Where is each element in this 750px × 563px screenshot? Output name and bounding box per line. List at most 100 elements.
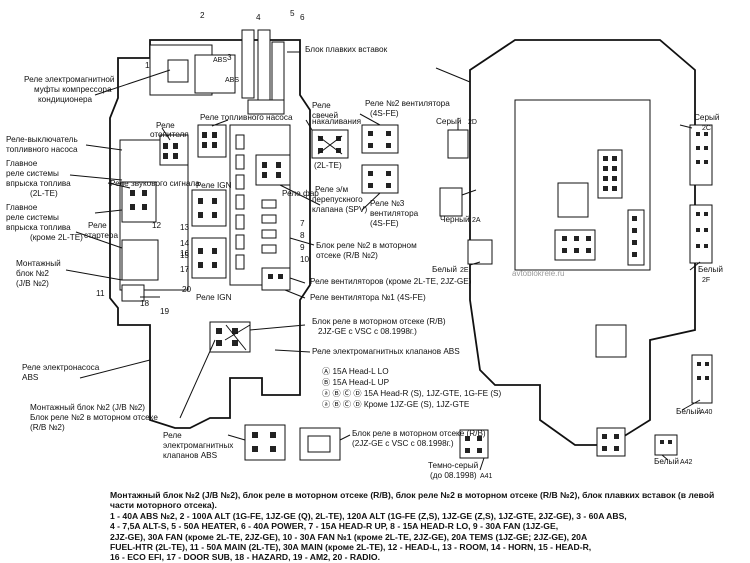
label-fuel-switch-1: Реле-выключатель — [6, 135, 78, 144]
label-starter-2: стартера — [84, 231, 118, 240]
callout-2: 2 — [200, 11, 205, 20]
label-white-2: Белый — [698, 265, 723, 274]
label-glow-3: накаливания — [312, 117, 361, 126]
label-spv-2: перепускного — [312, 195, 363, 204]
callout-16: 16 — [180, 249, 190, 258]
label-abs: ABS — [213, 57, 227, 64]
label-ign-relay-b: Реле IGN — [196, 293, 232, 302]
label-fan2-2: (4S-FE) — [370, 109, 399, 118]
legend-a: Ⓐ 15A Head-L LO — [322, 367, 389, 376]
code-gray-1: 2D — [468, 119, 477, 126]
callout-11: 11 — [96, 289, 105, 298]
left-leader-lines — [65, 51, 381, 441]
label-fan3-2: вентилятора — [370, 209, 419, 218]
label-horn-relay: Реле звукового сигнала — [110, 179, 200, 188]
label-compressor-1: Реле электромагнитной — [24, 75, 115, 84]
caption: Монтажный блок №2 (J/B №2), блок реле в … — [110, 490, 715, 563]
label-abs-valve-b2: электромагнитных — [163, 441, 233, 450]
label-engine-rb2-1: Блок реле №2 в моторном — [316, 241, 417, 250]
fuse-relay-diagram: ABS — [6, 9, 723, 480]
code-darkgray: A41 — [480, 473, 493, 480]
code-white-1: 2E — [460, 267, 469, 274]
label-jb2-3: (J/B №2) — [16, 279, 49, 288]
label-white-3: Белый — [676, 407, 701, 416]
legend-d: ⓐ Ⓑ Ⓒ Ⓓ Кроме 1JZ-GE (S), 1JZ-GTE — [322, 400, 470, 409]
label-main-efi-1: Главное — [6, 159, 38, 168]
callout-13: 13 — [180, 223, 190, 232]
label-main-efi-2: реле системы — [6, 169, 59, 178]
code-black: 2A — [472, 217, 481, 224]
label-fusebox: Блок плавких вставок — [305, 45, 388, 54]
callout-4: 4 — [256, 13, 261, 22]
label-darkgray-2: (до 08.1998) — [430, 471, 477, 480]
callout-8: 8 — [300, 231, 305, 240]
label-abs-valve-b3: клапанов ABS — [163, 451, 218, 460]
label-white-4: Белый — [654, 457, 679, 466]
label-rb-b1: Блок реле в моторном отсеке (R/B) — [352, 429, 486, 438]
label-jb-note-1: Монтажный блок №2 (J/B №2) — [30, 403, 145, 412]
label-fuel-pump-relay: Реле топливного насоса — [200, 113, 293, 122]
label-black: Черный — [440, 215, 470, 224]
right-junction-block — [435, 39, 713, 471]
glow-relay-box — [311, 129, 349, 159]
label-abs-valve-relay: Реле электромагнитных клапанов ABS — [312, 347, 460, 356]
label-ign-relay: Реле IGN — [196, 181, 232, 190]
code-white-3: A40 — [700, 409, 713, 416]
label-engine-rb2-2: отсеке (R/B №2) — [316, 251, 378, 260]
label-fan2-1: Реле №2 вентилятора — [365, 99, 450, 108]
callout-14: 14 — [180, 239, 190, 248]
label-jb2-1: Монтажный — [16, 259, 61, 268]
label-heater-1: Реле — [156, 121, 175, 130]
label-glow-2: свечей — [312, 111, 338, 120]
code-gray-2: 2C — [702, 125, 711, 132]
callout-6: 6 — [300, 13, 305, 22]
label-rb-2: 2JZ-GE с VSC с 08.1998г.) — [318, 327, 417, 336]
callout-15: 15 — [180, 251, 190, 260]
rb-box-bottom — [299, 427, 341, 461]
label-darkgray-1: Темно-серый — [428, 461, 478, 470]
label-fan1-relay: Реле вентилятора №1 (4S-FE) — [310, 293, 426, 302]
label-compressor-2: муфты компрессора — [34, 85, 112, 94]
watermark: avtoblokrele.ru — [512, 269, 564, 278]
label-main-efi-4: (2L-TE) — [30, 189, 58, 198]
label-gray-2: Серый — [694, 113, 719, 122]
fan3-relay-box — [361, 164, 399, 194]
label-white-1: Белый — [432, 265, 457, 274]
label-jb-note-2: Блок реле №2 в моторном отсеке — [30, 413, 158, 422]
callout-9: 9 — [300, 243, 305, 252]
label-glow-1: Реле — [312, 101, 331, 110]
code-white-4: A42 — [680, 459, 693, 466]
label-fuel-switch-2: топливного насоса — [6, 145, 78, 154]
callout-5: 5 — [290, 9, 295, 18]
label-rb-b2: (2JZ-GE с VSC с 08.1998г.) — [352, 439, 454, 448]
label-starter-1: Реле — [88, 221, 107, 230]
label-compressor-3: кондиционера — [38, 95, 93, 104]
label-main-efi-b4: (кроме 2L-TE) — [30, 233, 83, 242]
svg-text:ABS: ABS — [225, 77, 239, 84]
label-spv-1: Реле э/м — [315, 185, 348, 194]
label-main-efi-b1: Главное — [6, 203, 38, 212]
label-abs-pump-1: Реле электронасоса — [22, 363, 100, 372]
callout-12: 12 — [152, 221, 162, 230]
callout-1: 1 — [145, 61, 150, 70]
callout-20: 20 — [182, 285, 192, 294]
label-main-efi-b3: впрыска топлива — [6, 223, 71, 232]
label-jb2-2: блок №2 — [16, 269, 49, 278]
label-headlight-relay: Реле фар — [282, 189, 319, 198]
label-jb-note-3: (R/B №2) — [30, 423, 65, 432]
fan2-relay-box — [361, 124, 399, 154]
abs-valve-relay-box — [244, 424, 286, 461]
label-main-efi-3: впрыска топлива — [6, 179, 71, 188]
label-fan3-1: Реле №3 — [370, 199, 405, 208]
label-main-efi-b2: реле системы — [6, 213, 59, 222]
label-gray-1: Серый — [436, 117, 461, 126]
label-glow-4: (2L-TE) — [314, 161, 342, 170]
legend-c: ⓐ Ⓑ Ⓒ Ⓓ 15A Head-R (S), 1JZ-GTE, 1G-FE (… — [322, 389, 502, 398]
label-rb-1: Блок реле в моторном отсеке (R/B) — [312, 317, 446, 326]
callout-17: 17 — [180, 265, 190, 274]
label-abs-valve-b1: Реле — [163, 431, 182, 440]
callout-7: 7 — [300, 219, 305, 228]
legend-b: Ⓑ 15A Head-L UP — [322, 378, 390, 387]
callout-3: 3 — [227, 53, 232, 62]
label-fan-relay-ge: Реле вентиляторов (кроме 2L-TE, 2JZ-GE) — [310, 277, 472, 286]
